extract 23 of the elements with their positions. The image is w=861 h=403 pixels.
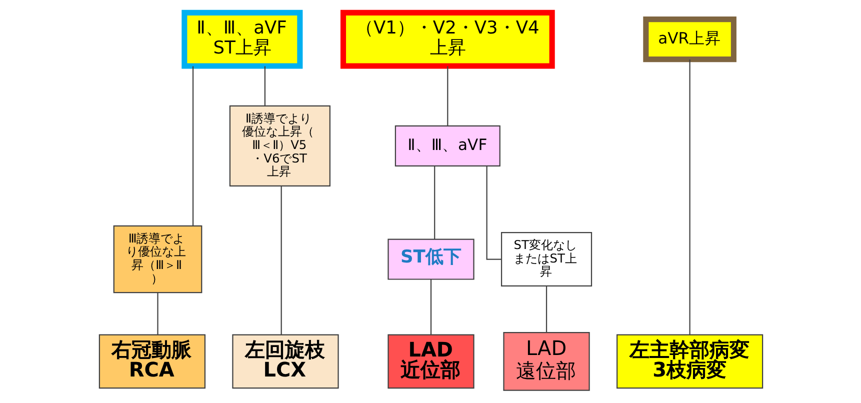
- node-box: Ⅲ誘導でより優位な上昇（Ⅲ＞Ⅱ）: [112, 225, 202, 294]
- connector: [280, 186, 282, 335]
- connector: [434, 166, 435, 240]
- node-box: Ⅱ、Ⅲ、aVF ST上昇: [181, 10, 302, 69]
- connector: [430, 279, 432, 335]
- node-box: 左回旋枝 LCX: [232, 334, 338, 389]
- node-box: aVR上昇: [642, 16, 736, 62]
- connector: [192, 66, 194, 226]
- node-box: LAD 遠位部: [502, 332, 590, 391]
- node-box: ST変化なしまたはST上昇: [500, 232, 592, 286]
- connector: [688, 59, 690, 335]
- node-box: 左主幹部病変 3枝病変: [616, 334, 763, 389]
- node-box: Ⅱ、Ⅲ、aVF: [394, 125, 500, 167]
- connector: [264, 66, 265, 106]
- node-box: 右冠動脈 RCA: [98, 334, 206, 389]
- connector: [486, 166, 501, 260]
- node-box: ST低下: [387, 238, 474, 280]
- node-box: （V1）・V2・V3・V4 上昇: [340, 10, 554, 69]
- connector: [446, 66, 448, 126]
- node-box: Ⅱ誘導でより優位な上昇（Ⅲ＜Ⅱ）V5・V6でST上昇: [228, 105, 330, 186]
- connector: [156, 292, 158, 335]
- node-box: LAD 近位部: [387, 334, 474, 389]
- connector: [545, 286, 547, 332]
